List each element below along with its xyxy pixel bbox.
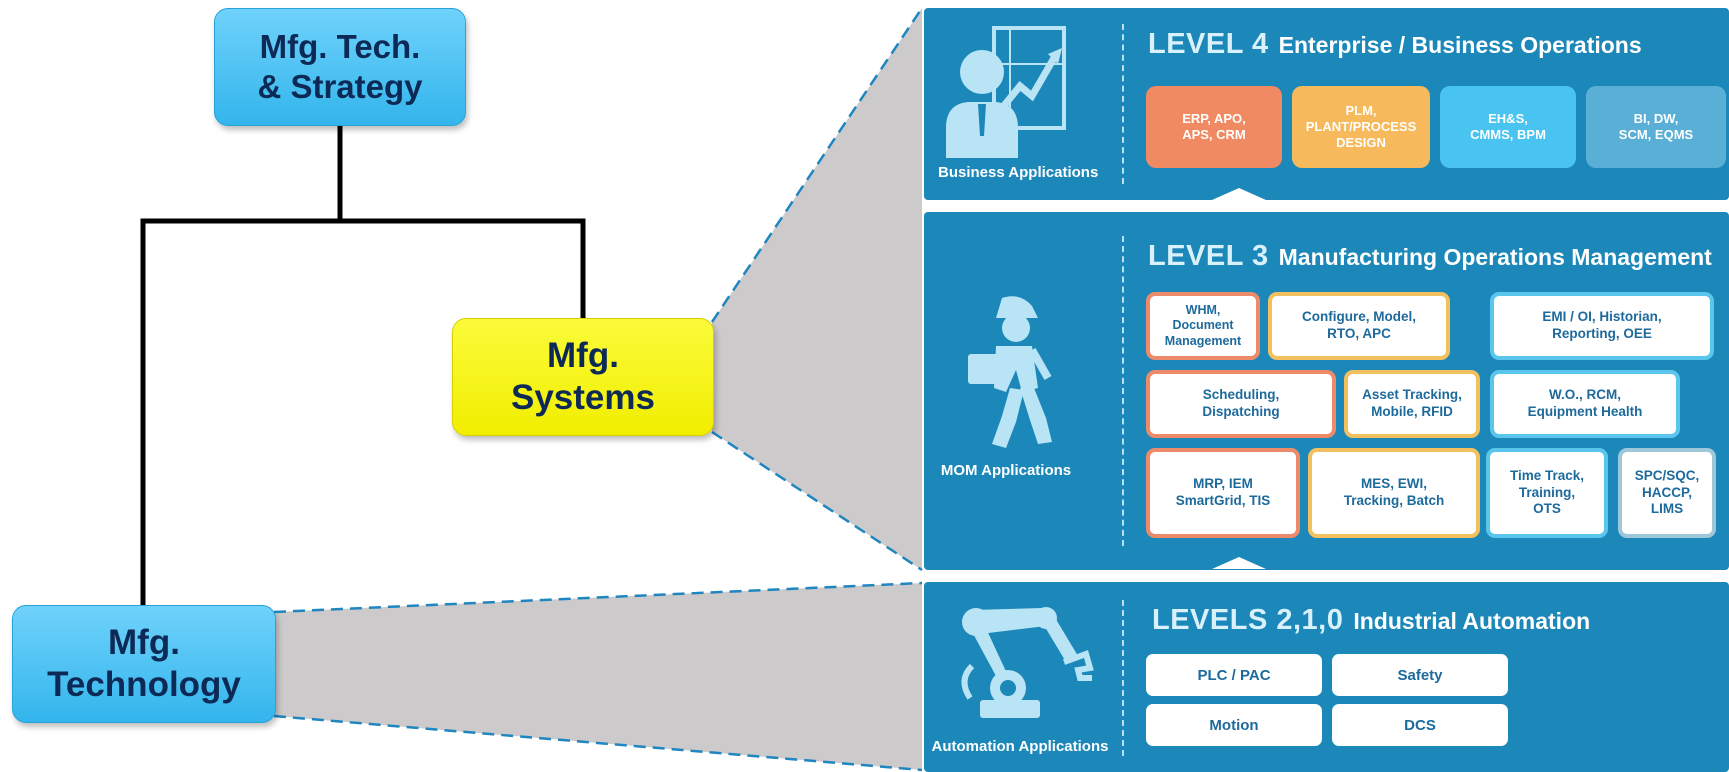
box-text: Scheduling, Dispatching [1202, 387, 1280, 419]
technology-funnel-top-edge [273, 581, 923, 614]
level2-panel [924, 582, 1729, 772]
systems-zoom-funnel [712, 8, 922, 570]
box-text: WHM, Document Management [1164, 302, 1242, 348]
level4-divider [1122, 24, 1124, 184]
node-line: Mfg. [547, 336, 619, 375]
level3-box-time-track[interactable]: Time Track, Training, OTS [1486, 448, 1608, 538]
level2-box-dcs[interactable]: DCS [1332, 704, 1508, 746]
box-text: Safety [1397, 666, 1443, 684]
level3-divider [1122, 236, 1124, 546]
worker-icon [968, 296, 1052, 448]
box-text: W.O., RCM, Equipment Health [1527, 387, 1643, 419]
business-applications-label: Business Applications [938, 164, 1099, 181]
box-text: Motion [1209, 716, 1259, 734]
node-line: & Strategy [257, 68, 423, 105]
mfg-technology-node[interactable]: Mfg. Technology [12, 605, 276, 723]
node-line: Mfg. Tech. [259, 28, 421, 66]
level3-box-spc[interactable]: SPC/SQC, HACCP, LIMS [1618, 448, 1716, 538]
box-text: EH&S, CMMS, BPM [1470, 110, 1546, 142]
level3-box-scheduling[interactable]: Scheduling, Dispatching [1146, 370, 1336, 438]
level4-notch-arrow [1212, 188, 1266, 200]
org-tree-branch [140, 218, 586, 605]
level2-number: LEVELS 2,1,0 [1152, 604, 1344, 636]
box-text: PLM, PLANT/PROCESS DESIGN [1305, 102, 1417, 151]
node-line: Mfg. [108, 623, 180, 662]
box-text: Time Track, Training, OTS [1509, 467, 1585, 517]
systems-funnel-top-edge [710, 7, 924, 323]
level4-title: LEVEL 4 Enterprise / Business Operations [1148, 28, 1642, 61]
level3-box-configure[interactable]: Configure, Model, RTO, APC [1268, 292, 1450, 360]
level2-box-safety[interactable]: Safety [1332, 654, 1508, 696]
level3-box-mes[interactable]: MES, EWI, Tracking, Batch [1308, 448, 1480, 538]
box-text: DCS [1404, 716, 1436, 734]
box-text: BI, DW, SCM, EQMS [1618, 110, 1694, 142]
level3-box-whm[interactable]: WHM, Document Management [1146, 292, 1260, 360]
mom-applications-label: MOM Applications [940, 462, 1072, 479]
box-text: MRP, IEM SmartGrid, TIS [1175, 476, 1271, 508]
level4-box-bi[interactable]: BI, DW, SCM, EQMS [1586, 86, 1726, 168]
level3-box-emi[interactable]: EMI / OI, Historian, Reporting, OEE [1490, 292, 1714, 360]
box-text: Asset Tracking, Mobile, RFID [1362, 387, 1462, 419]
level3-title: LEVEL 3 Manufacturing Operations Manageme… [1148, 240, 1712, 273]
level4-name: Enterprise / Business Operations [1278, 32, 1642, 58]
level4-box-ehs[interactable]: EH&S, CMMS, BPM [1440, 86, 1576, 168]
box-text: MES, EWI, Tracking, Batch [1343, 476, 1445, 508]
level2-box-motion[interactable]: Motion [1146, 704, 1322, 746]
box-text: PLC / PAC [1197, 666, 1271, 684]
level4-number: LEVEL 4 [1148, 28, 1269, 60]
node-line: Technology [47, 665, 241, 704]
level3-box-mrp[interactable]: MRP, IEM SmartGrid, TIS [1146, 448, 1300, 538]
level4-box-plm[interactable]: PLM, PLANT/PROCESS DESIGN [1292, 86, 1430, 168]
box-text: ERP, APO, APS, CRM [1182, 110, 1246, 142]
level3-notch-arrow [1212, 557, 1266, 569]
technology-funnel-bottom-edge [273, 714, 923, 772]
level3-number: LEVEL 3 [1148, 240, 1269, 272]
level3-name: Manufacturing Operations Management [1278, 244, 1712, 270]
robot-arm-icon [961, 607, 1094, 718]
node-line: Systems [511, 378, 655, 417]
level4-box-erp[interactable]: ERP, APO, APS, CRM [1146, 86, 1282, 168]
level2-name: Industrial Automation [1353, 608, 1591, 634]
level2-title: LEVELS 2,1,0 Industrial Automation [1152, 604, 1590, 637]
systems-funnel-bottom-edge [711, 430, 923, 572]
mfg-systems-node[interactable]: Mfg. Systems [452, 318, 714, 436]
level2-divider [1122, 600, 1124, 756]
box-text: EMI / OI, Historian, Reporting, OEE [1542, 309, 1662, 341]
mfg-tech-strategy-node[interactable]: Mfg. Tech. & Strategy [214, 8, 466, 126]
business-person-icon [946, 26, 1066, 158]
box-text: Configure, Model, RTO, APC [1302, 309, 1416, 341]
technology-zoom-funnel [274, 583, 922, 770]
level3-box-asset-tracking[interactable]: Asset Tracking, Mobile, RFID [1344, 370, 1480, 438]
box-text: SPC/SQC, HACCP, LIMS [1634, 467, 1700, 517]
level2-box-plc[interactable]: PLC / PAC [1146, 654, 1322, 696]
automation-applications-label: Automation Applications [931, 738, 1109, 755]
level3-box-wo[interactable]: W.O., RCM, Equipment Health [1490, 370, 1680, 438]
